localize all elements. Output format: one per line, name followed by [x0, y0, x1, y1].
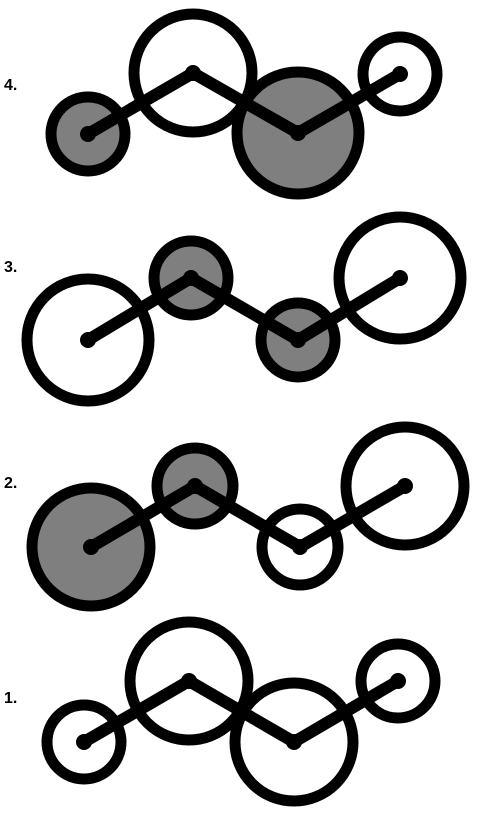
atom-center-dot [80, 126, 96, 142]
bond-chain [82, 272, 406, 346]
atom-center-dot [185, 65, 201, 81]
atom-center-dot [392, 66, 408, 82]
bond-chain [82, 67, 406, 140]
bond-chain [78, 675, 404, 748]
atom-center-dot [80, 332, 96, 348]
panel-3: 3. [4, 211, 467, 407]
panel-label: 4. [4, 77, 17, 94]
panel-2: 2. [4, 421, 470, 612]
atom-center-dot [181, 673, 197, 689]
atom-center-dot [290, 125, 306, 141]
atom-center-dot [286, 734, 302, 750]
panel-label: 1. [4, 690, 17, 707]
atom-center-dot [392, 270, 408, 286]
panel-1: 1. [4, 616, 441, 807]
atom-center-dot [292, 539, 308, 555]
panel-4: 4. [4, 8, 443, 200]
atom-center-dot [290, 332, 306, 348]
atom-center-dot [76, 734, 92, 750]
atom-center-dot [397, 478, 413, 494]
atom-center-dot [83, 539, 99, 555]
panel-label: 2. [4, 475, 17, 492]
bond-chain [85, 480, 411, 553]
atom-center-dot [390, 673, 406, 689]
atom-center-dot [187, 478, 203, 494]
atom-center-dot [183, 270, 199, 286]
panel-label: 3. [4, 259, 17, 276]
